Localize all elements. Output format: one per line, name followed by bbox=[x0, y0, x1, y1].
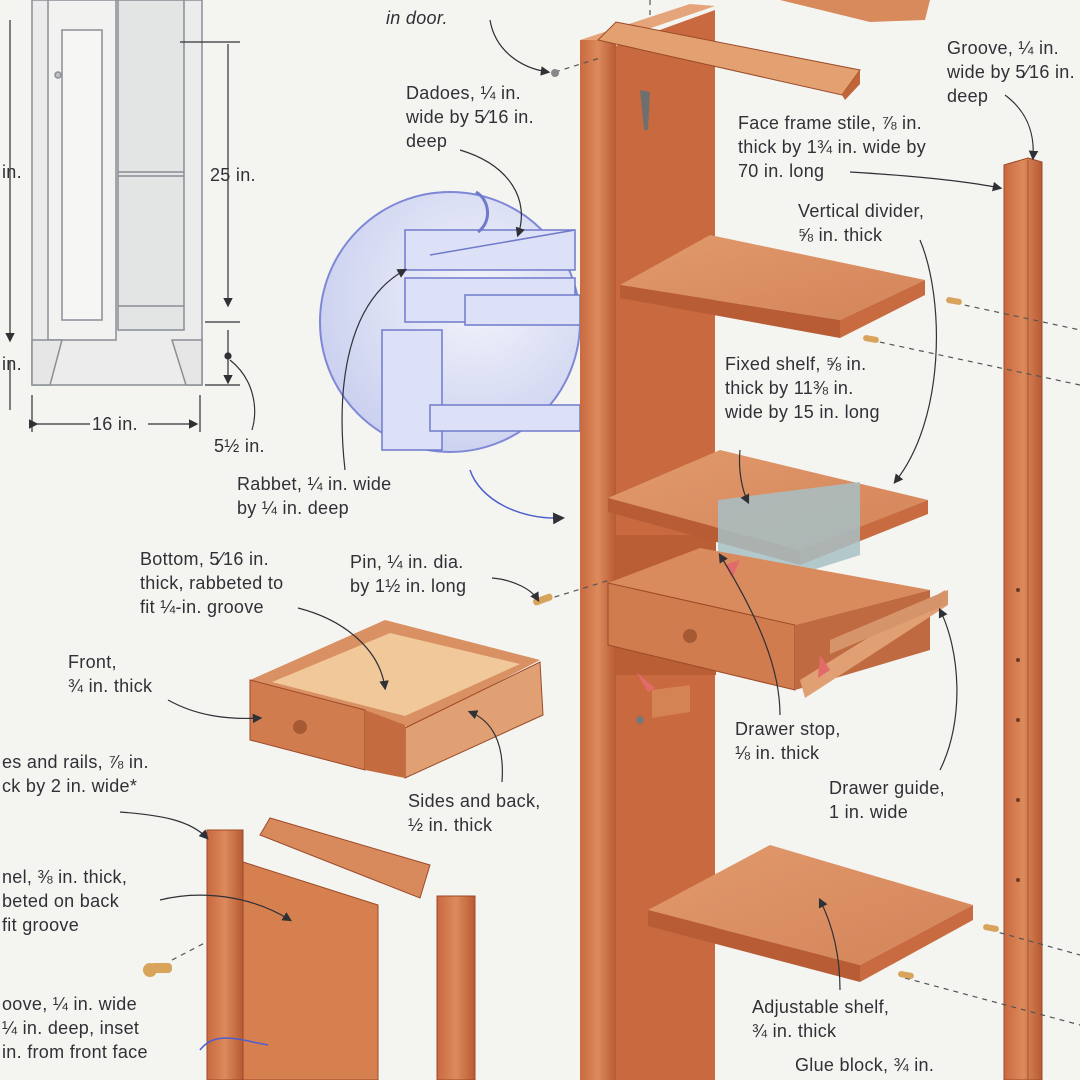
label-drawer-guide: Drawer guide, 1 in. wide bbox=[829, 778, 945, 822]
dado-detail-bubble bbox=[319, 190, 581, 525]
label-dim-height-bottom: in. bbox=[2, 354, 22, 374]
label-glue-block: Glue block, ¾ in. bbox=[795, 1055, 935, 1075]
label-drawer-stop: Drawer stop, ⅛ in. thick bbox=[735, 719, 841, 763]
label-dadoes: Dadoes, ¼ in. wide by 5⁄16 in. deep bbox=[406, 83, 534, 151]
door-parts bbox=[199, 817, 476, 1080]
label-rabbet: Rabbet, ¼ in. wide by ¼ in. deep bbox=[237, 474, 392, 518]
label-groove-top: Groove, ¼ in. wide by 5⁄16 in. deep bbox=[947, 38, 1075, 106]
label-screw-in-door: in door. bbox=[386, 8, 448, 28]
leader-lines bbox=[119, 19, 1039, 991]
label-dim-16: 16 in. bbox=[92, 414, 138, 434]
label-panel: nel, ⅜ in. thick, beted on back fit groo… bbox=[2, 867, 128, 935]
label-adjustable-shelf: Adjustable shelf, ¾ in. thick bbox=[752, 997, 890, 1041]
label-face-frame-stile: Face frame stile, ⅞ in. thick by 1¾ in. … bbox=[738, 113, 926, 181]
label-dim-25: 25 in. bbox=[210, 165, 256, 185]
label-sides-back: Sides and back, ½ in. thick bbox=[408, 791, 541, 835]
drawer-stop-block bbox=[636, 672, 690, 724]
cabinet-elevation bbox=[31, 0, 203, 386]
vertical-divider-shelf bbox=[620, 235, 925, 338]
label-bottom: Bottom, 5⁄16 in. thick, rabbeted to fit … bbox=[140, 549, 284, 617]
drawer-assembly bbox=[607, 548, 948, 698]
label-stiles-rails: es and rails, ⅞ in. ck by 2 in. wide* bbox=[2, 752, 149, 796]
label-dim-height-top: in. bbox=[2, 162, 22, 182]
label-groove-bottom: oove, ¼ in. wide ¼ in. deep, inset in. f… bbox=[2, 994, 148, 1062]
label-fixed-shelf: Fixed shelf, ⅝ in. thick by 11⅜ in. wide… bbox=[725, 354, 880, 422]
label-front: Front, ¾ in. thick bbox=[68, 652, 153, 696]
label-pin: Pin, ¼ in. dia. by 1½ in. long bbox=[350, 552, 467, 596]
label-dim-5-half: 5½ in. bbox=[214, 436, 265, 456]
adjustable-shelf bbox=[648, 845, 973, 982]
label-vertical-divider: Vertical divider, ⅝ in. thick bbox=[798, 201, 925, 245]
drawer-box bbox=[249, 620, 544, 779]
top-rail bbox=[597, 0, 930, 100]
face-frame-stile bbox=[1003, 157, 1043, 1080]
shelf-pins bbox=[143, 0, 1080, 1026]
dimension-lines bbox=[5, 20, 256, 432]
